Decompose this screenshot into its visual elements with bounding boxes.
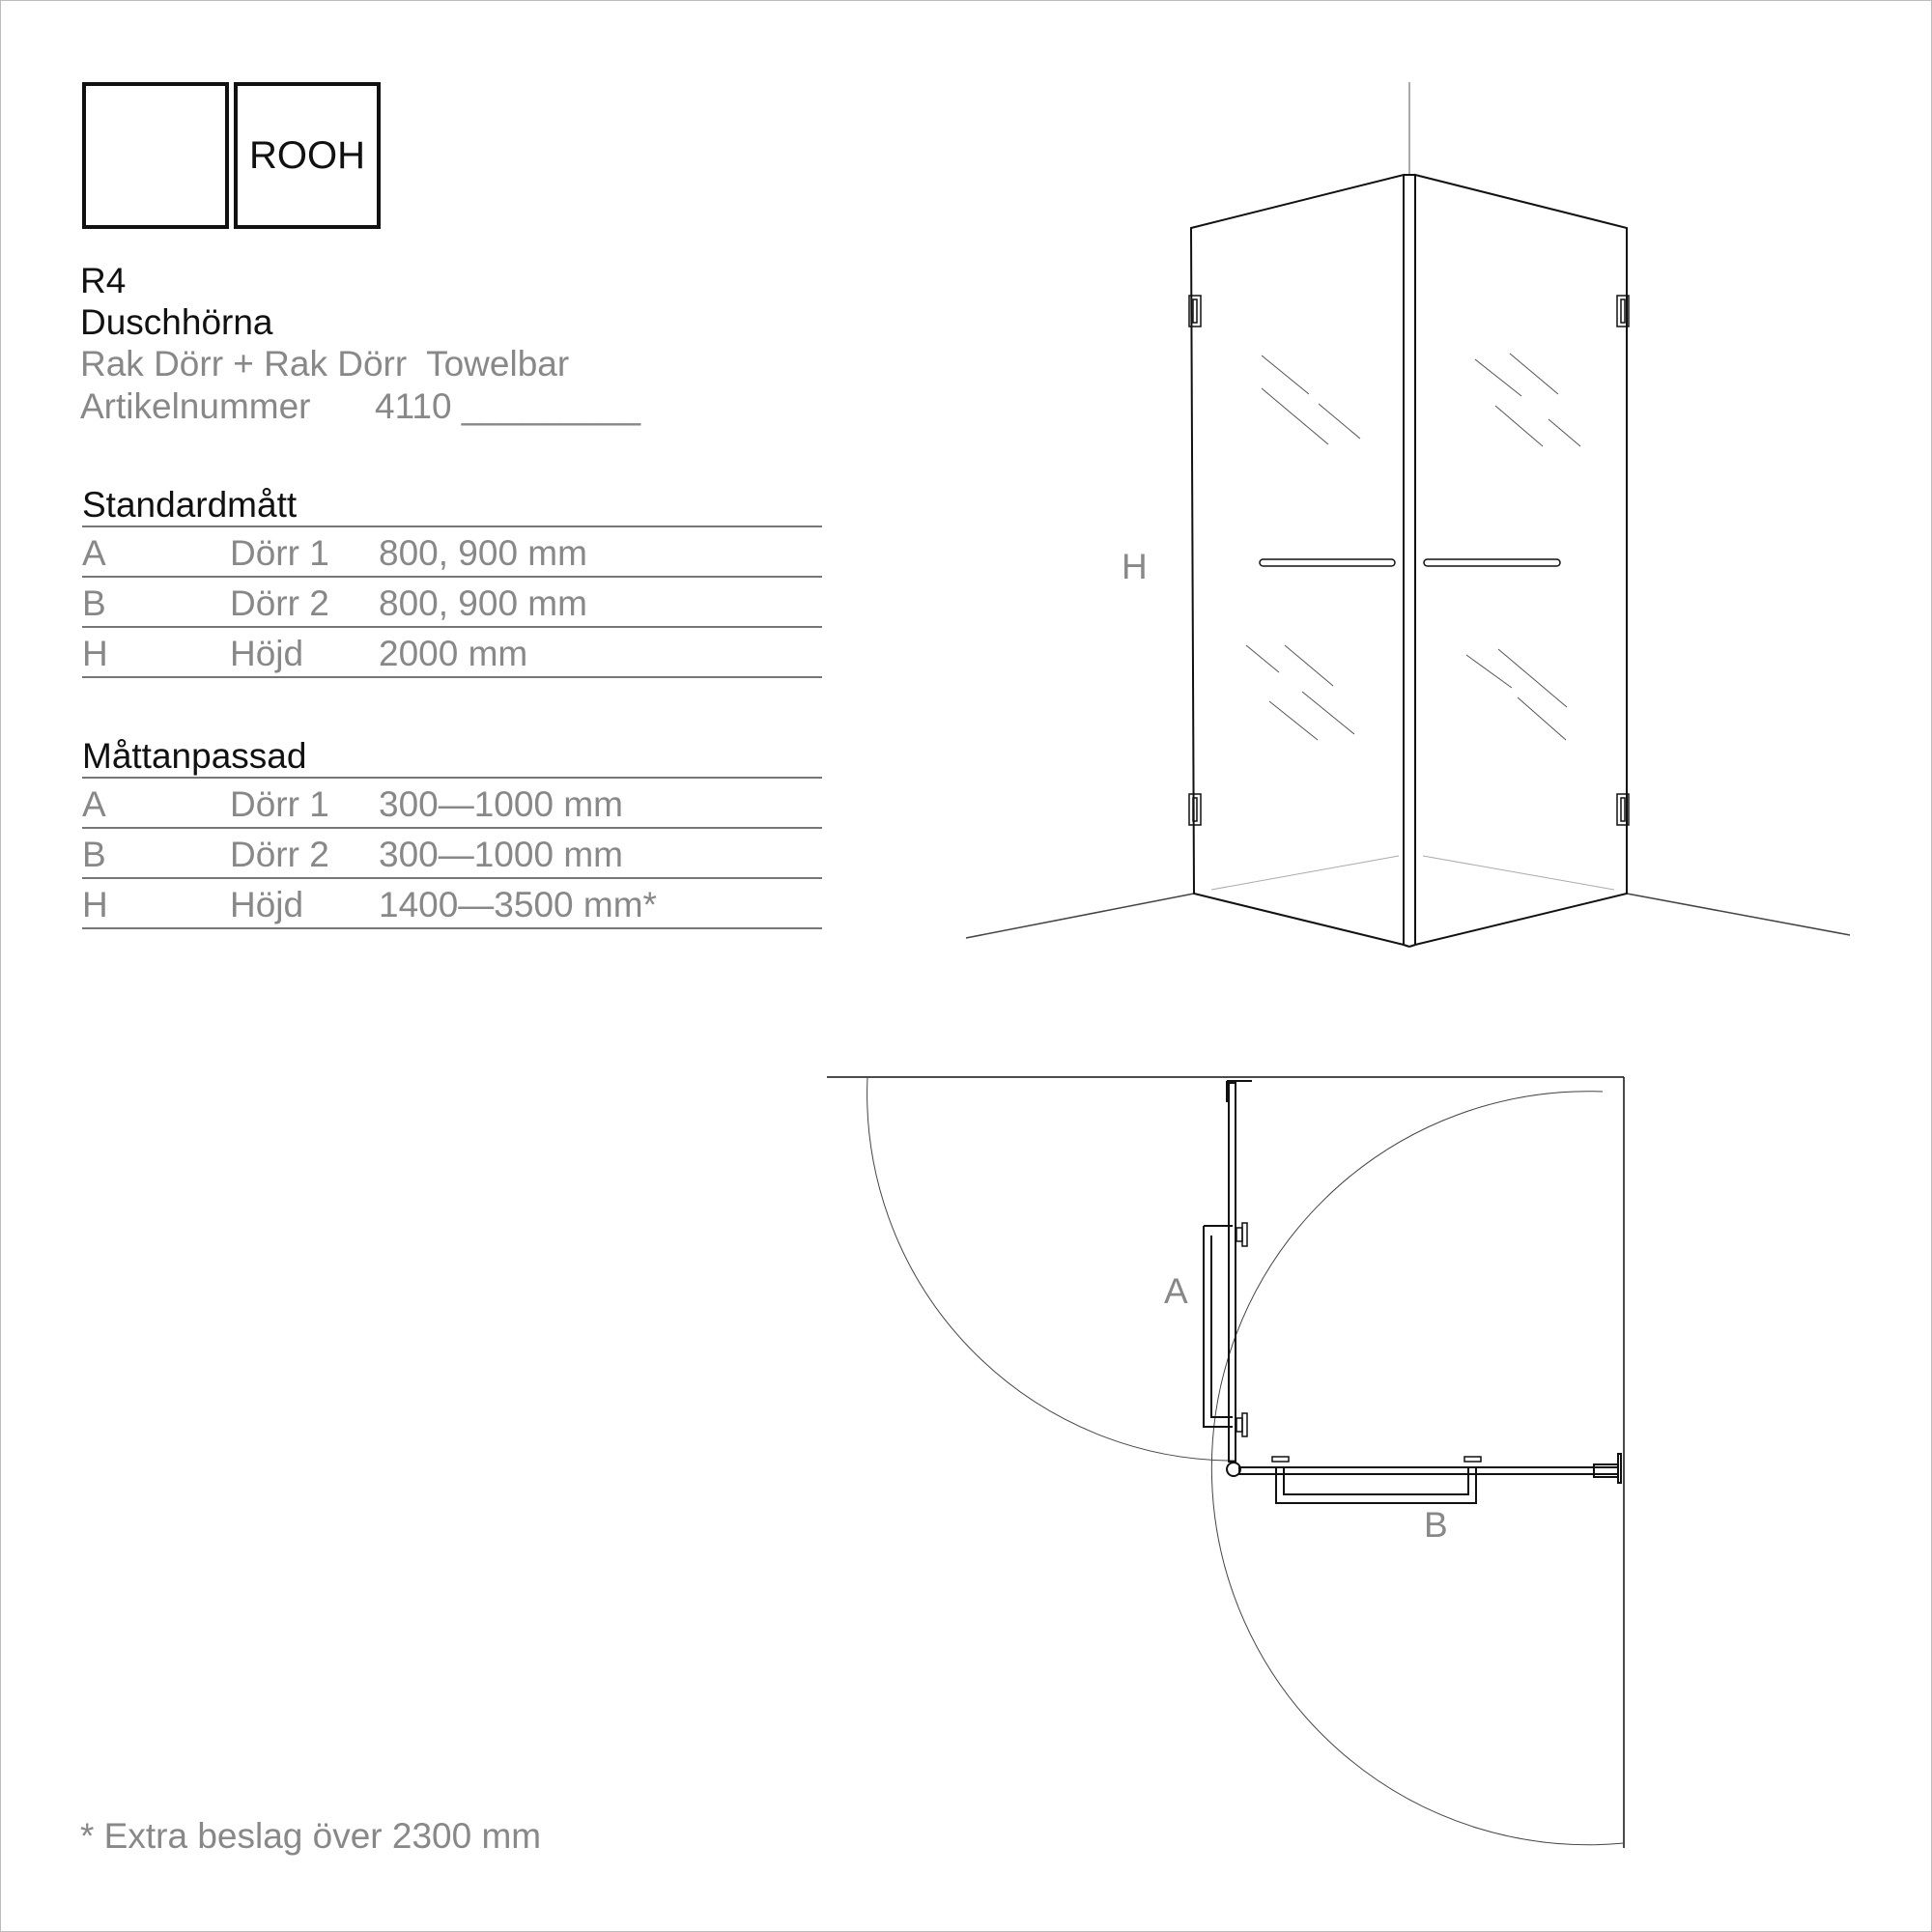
door-b-swing-arc xyxy=(1210,1091,1625,1846)
hinge-icon xyxy=(1188,295,1202,327)
custom-title: Måttanpassad xyxy=(82,736,822,779)
floor-line-right xyxy=(1626,893,1851,936)
product-type: Duschhörna xyxy=(80,302,273,342)
plan-view xyxy=(827,1076,1625,1848)
hinge-icon xyxy=(1616,793,1630,826)
glass-reflections xyxy=(1245,353,1581,741)
door-a-glass xyxy=(1228,1082,1236,1463)
standard-title: Standardmått xyxy=(82,485,822,527)
logo-text: ROOH xyxy=(249,134,365,177)
height-label: H xyxy=(1122,547,1148,586)
door-b-glass xyxy=(1238,1466,1619,1475)
floor-back-left xyxy=(1210,855,1400,891)
floor-back-right xyxy=(1422,855,1615,891)
door-a-swing-arc xyxy=(867,1076,1236,1462)
corner-hinge-icon xyxy=(1226,1462,1241,1477)
product-config: Rak Dörr + Rak Dörr Towelbar xyxy=(80,344,570,384)
floor-line-left xyxy=(965,893,1195,939)
hinge-icon xyxy=(1188,793,1202,826)
hinge-icon xyxy=(1616,295,1630,327)
towel-bar-b xyxy=(1275,1467,1477,1504)
door-b-label: B xyxy=(1424,1505,1448,1545)
footnote: * Extra beslag över 2300 mm xyxy=(80,1816,542,1856)
glass-door-2 xyxy=(1414,173,1628,947)
logo-box-brand: ROOH xyxy=(234,82,381,229)
article-label: Artikelnummer xyxy=(80,386,311,426)
door-a-label: A xyxy=(1164,1271,1188,1311)
product-model: R4 xyxy=(80,261,127,300)
towel-bar-2 xyxy=(1423,558,1561,567)
article-number: 4110 _________ xyxy=(375,386,641,426)
logo-box-empty xyxy=(82,82,229,229)
perspective-view xyxy=(965,82,1851,948)
towel-bar-1 xyxy=(1259,558,1396,567)
towel-bar-a xyxy=(1203,1225,1233,1428)
